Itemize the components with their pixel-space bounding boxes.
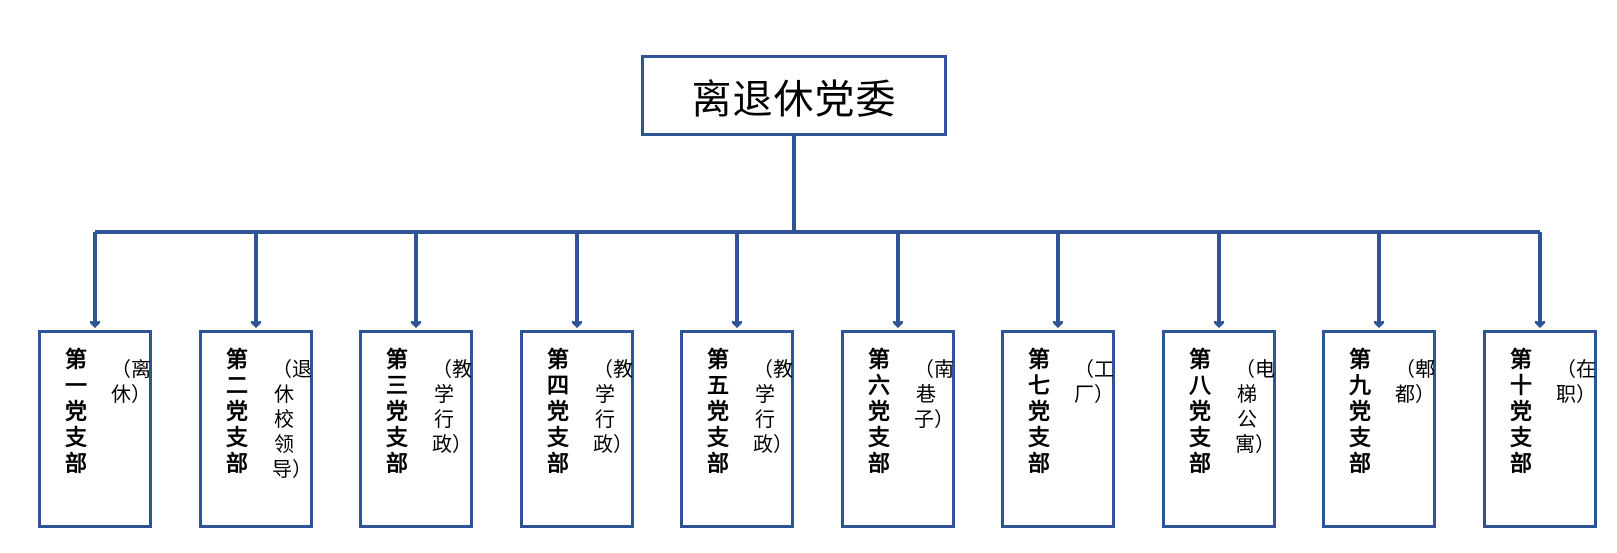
branch-note: （离休）: [111, 357, 151, 406]
branch-name: 第十党支部: [1509, 347, 1532, 477]
branch-node-3: 第三党支部 （教学行政）: [359, 330, 473, 528]
branch-node-5: 第五党支部 （教学行政）: [680, 330, 794, 528]
branch-note: （教学行政）: [593, 357, 633, 456]
branch-node-9: 第九党支部 （郫都）: [1322, 330, 1436, 528]
branch-note: （工厂）: [1074, 357, 1114, 406]
branch-note: （教学行政）: [432, 357, 472, 456]
branch-note: （教学行政）: [753, 357, 793, 456]
branch-name: 第七党支部: [1027, 347, 1050, 477]
branch-note: （南巷子）: [914, 357, 954, 431]
branch-note: （郫都）: [1395, 357, 1435, 406]
branch-name: 第九党支部: [1348, 347, 1371, 477]
branch-node-8: 第八党支部 （电梯公寓）: [1162, 330, 1276, 528]
branch-name: 第三党支部: [385, 347, 408, 477]
branch-name: 第六党支部: [867, 347, 890, 477]
branch-node-2: 第二党支部 （退休校领导）: [199, 330, 313, 528]
branch-node-7: 第七党支部 （工厂）: [1001, 330, 1115, 528]
branch-name: 第五党支部: [706, 347, 729, 477]
branch-node-6: 第六党支部 （南巷子）: [841, 330, 955, 528]
root-node-label: 离退休党委: [691, 76, 897, 123]
branch-note: （退休校领导）: [272, 357, 312, 481]
branch-node-10: 第十党支部 （在职）: [1483, 330, 1597, 528]
branch-node-1: 第一党支部 （离休）: [38, 330, 152, 528]
branch-node-4: 第四党支部 （教学行政）: [520, 330, 634, 528]
branch-name: 第四党支部: [546, 347, 569, 477]
branch-note: （在职）: [1556, 357, 1596, 406]
branch-name: 第一党支部: [64, 347, 87, 477]
branch-name: 第二党支部: [225, 347, 248, 477]
branch-note: （电梯公寓）: [1235, 357, 1275, 456]
branch-name: 第八党支部: [1188, 347, 1211, 477]
root-node-box: 离退休党委: [641, 55, 947, 136]
